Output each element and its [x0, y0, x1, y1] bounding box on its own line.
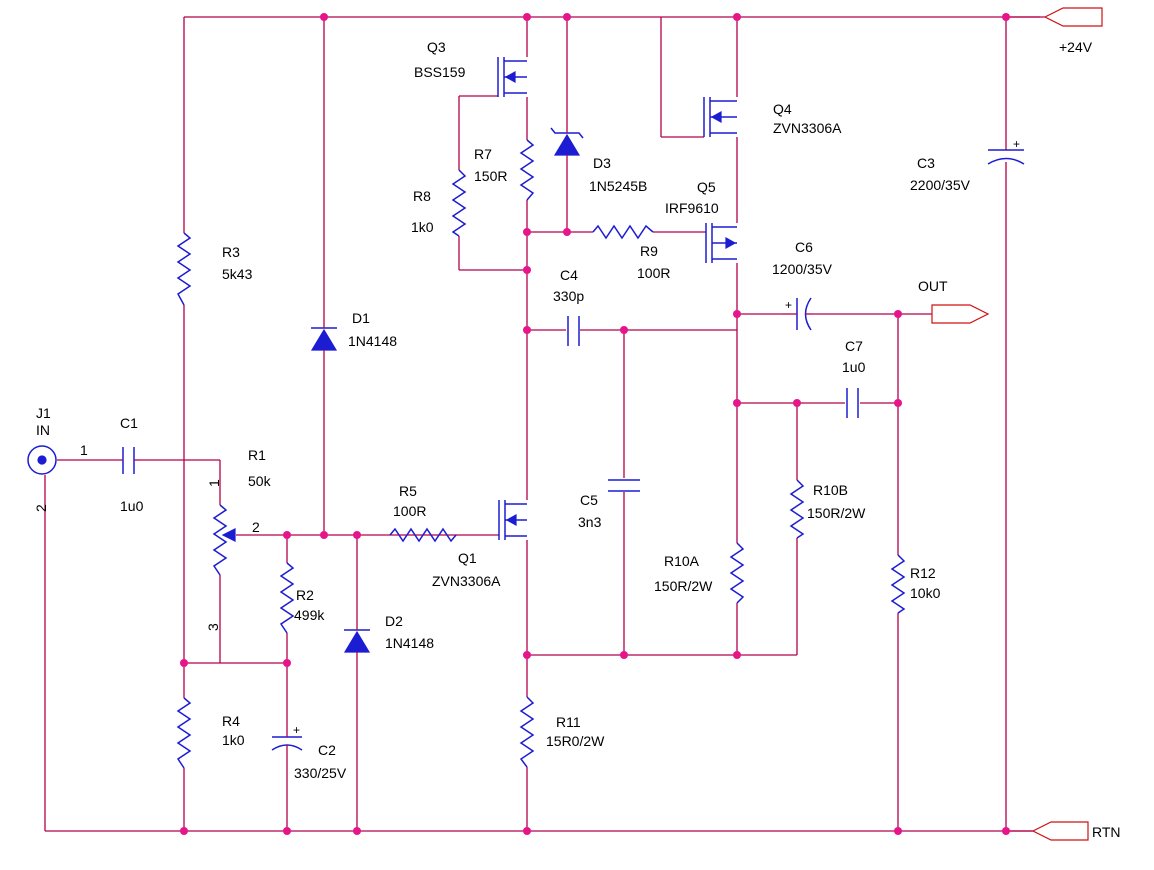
j1-pin2: 2 — [33, 504, 49, 512]
out-port-flag — [931, 304, 990, 324]
svg-text:+: + — [1013, 137, 1020, 151]
q4-ref: Q4 — [773, 101, 792, 117]
q4-value: ZVN3306A — [773, 120, 842, 136]
r11-resistor-icon — [519, 696, 535, 768]
r3-ref: R3 — [222, 244, 240, 260]
r9-ref: R9 — [640, 243, 658, 259]
q3-value: BSS159 — [414, 64, 466, 80]
r4-resistor-icon — [176, 697, 192, 769]
r11-value: 15R0/2W — [546, 733, 605, 749]
j1-ref: J1 — [36, 405, 51, 421]
r7-ref: R7 — [474, 146, 492, 162]
ports — [931, 7, 1103, 841]
r7-resistor-icon — [519, 139, 535, 201]
r8-resistor-icon — [451, 169, 467, 237]
q5-value: IRF9610 — [665, 200, 719, 216]
c4-value: 330p — [553, 288, 584, 304]
r10a-resistor-icon — [729, 542, 745, 604]
q4-mosfet-icon — [703, 97, 737, 137]
r1-value: 50k — [248, 473, 272, 489]
c4-ref: C4 — [560, 267, 578, 283]
q1-ref: Q1 — [458, 550, 477, 566]
component-symbols: + + — [27, 57, 1025, 769]
q5-ref: Q5 — [697, 179, 716, 195]
c5-ref: C5 — [580, 492, 598, 508]
r12-ref: R12 — [910, 565, 936, 581]
out-port-label: OUT — [918, 278, 948, 294]
q3-mosfet-icon — [497, 57, 527, 97]
d3-ref: D3 — [593, 155, 611, 171]
r4-value: 1k0 — [222, 732, 245, 748]
r12-resistor-icon — [890, 554, 906, 614]
c6-ref: C6 — [795, 239, 813, 255]
c2-ref: C2 — [318, 742, 336, 758]
c6-value: 1200/35V — [772, 261, 833, 277]
svg-text:+: + — [293, 723, 300, 737]
r7-value: 150R — [474, 168, 507, 184]
junctions — [180, 13, 1010, 835]
q1-value: ZVN3306A — [432, 573, 501, 589]
d2-diode-icon — [343, 630, 371, 653]
labels: +24V RTN OUT J1 IN 1 2 C1 1u0 R1 50k 1 2… — [33, 39, 1121, 840]
d2-value: 1N4148 — [385, 635, 434, 651]
r1-pin1: 1 — [206, 479, 222, 487]
r8-value: 1k0 — [411, 219, 434, 235]
q5-mosfet-icon — [705, 223, 737, 263]
r10b-resistor-icon — [789, 479, 805, 539]
r10b-value: 150R/2W — [807, 505, 866, 521]
c5-value: 3n3 — [578, 514, 602, 530]
wires — [44, 16, 1040, 832]
r10b-ref: R10B — [813, 482, 848, 498]
r5-value: 100R — [393, 503, 426, 519]
c1-ref: C1 — [120, 415, 138, 431]
vcc-port-label: +24V — [1059, 39, 1093, 55]
q1-mosfet-icon — [498, 500, 527, 540]
c7-ref: C7 — [845, 338, 863, 354]
r2-ref: R2 — [296, 587, 314, 603]
r3-value: 5k43 — [222, 266, 253, 282]
q3-ref: Q3 — [427, 39, 446, 55]
r10a-value: 150R/2W — [654, 578, 713, 594]
r5-ref: R5 — [399, 483, 417, 499]
r9-resistor-icon — [592, 224, 654, 240]
r4-ref: R4 — [222, 713, 240, 729]
r8-ref: R8 — [413, 188, 431, 204]
c2-value: 330/25V — [294, 765, 347, 781]
r1-ref: R1 — [248, 447, 266, 463]
r1-pin3: 3 — [205, 623, 221, 631]
r1-pin2: 2 — [252, 519, 260, 535]
r2-value: 499k — [294, 607, 325, 623]
d3-value: 1N5245B — [589, 178, 647, 194]
c1-value: 1u0 — [120, 498, 144, 514]
d3-zener-icon — [553, 133, 581, 156]
c3-value: 2200/35V — [910, 177, 971, 193]
r2-resistor-icon — [279, 562, 295, 634]
c3-ref: C3 — [917, 155, 935, 171]
svg-text:+: + — [785, 298, 792, 312]
j1-label: IN — [36, 422, 50, 438]
j1-pin1: 1 — [80, 442, 88, 458]
d2-ref: D2 — [385, 613, 403, 629]
r5-resistor-icon — [389, 527, 457, 543]
r11-ref: R11 — [556, 714, 581, 730]
d1-diode-icon — [310, 328, 338, 351]
rtn-port-flag — [1031, 821, 1089, 841]
d1-ref: D1 — [352, 310, 370, 326]
vcc-port-flag — [1043, 7, 1103, 27]
r3-resistor-icon — [176, 232, 192, 306]
r12-value: 10k0 — [910, 585, 941, 601]
r1-potentiometer-icon — [212, 504, 228, 576]
r9-value: 100R — [637, 265, 670, 281]
d1-value: 1N4148 — [348, 333, 397, 349]
rtn-port-label: RTN — [1092, 824, 1121, 840]
r10a-ref: R10A — [664, 553, 700, 569]
c7-value: 1u0 — [842, 359, 866, 375]
j1-connector-icon — [27, 445, 57, 475]
